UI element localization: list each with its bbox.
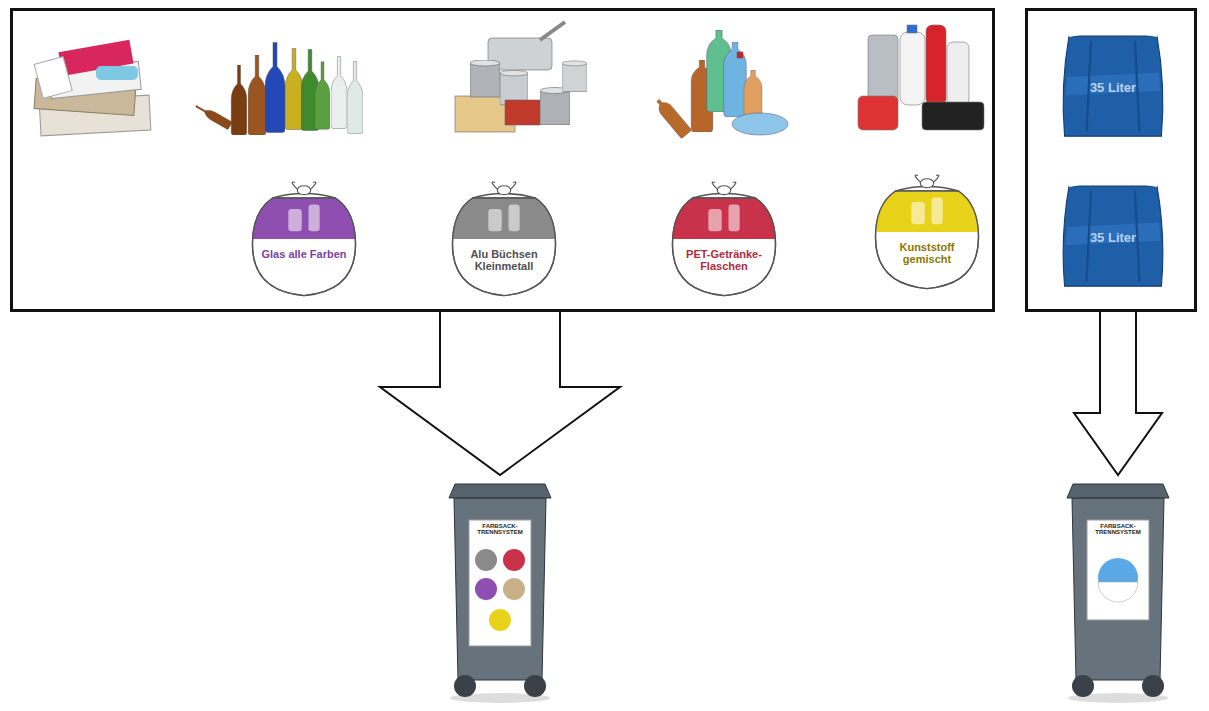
bottle: [193, 102, 232, 130]
plastic-bottle: [926, 25, 946, 105]
tray: [922, 102, 984, 130]
pet-bottle: [732, 113, 788, 135]
container: [858, 96, 898, 130]
waste-bag: 35 Liter: [1058, 168, 1168, 293]
bottle: [331, 57, 347, 129]
bag-label: Glas alle Farben: [261, 248, 346, 260]
bottle: [265, 43, 285, 133]
bag-label: FARBSACK-TRENNSYSTEM: [1087, 523, 1149, 536]
arrow-fill: [380, 310, 620, 475]
bottle: [231, 65, 247, 135]
waste-bag: 35 Liter: [1058, 18, 1168, 143]
bottle-cap: [907, 25, 917, 33]
plastics-illustration: [858, 25, 984, 130]
bottle: [285, 49, 303, 130]
pet-bottle: [724, 42, 747, 117]
block-arrow: [380, 310, 620, 475]
glass-bottles-illustration: [193, 43, 363, 136]
cloth: [96, 66, 138, 80]
block-arrow: [1074, 310, 1162, 475]
spoon: [540, 22, 565, 40]
bin-shape: [1063, 480, 1173, 704]
bag-group-panel: Glas alle Farben Alu Büchsen Kleinmetall P…: [10, 8, 995, 312]
bag-label: Kunststoff gemischt: [884, 241, 969, 265]
can: [500, 70, 528, 105]
collection-bin: FARBSACK-TRENNSYSTEM: [1063, 480, 1173, 704]
cloth: [505, 100, 540, 125]
paper-bag: [34, 57, 72, 99]
bag-shape: [248, 178, 360, 300]
bottle-cap: [737, 52, 743, 58]
bag-group-panel: 35 Liter 35 Liter: [1025, 8, 1197, 312]
arrow-outline: [380, 310, 620, 475]
metal-illustration: [455, 22, 587, 132]
plastic-bag: Kunststoff gemischt: [871, 171, 983, 293]
bag-label: FARBSACK-TRENNSYSTEM: [469, 523, 531, 536]
bottle: [248, 55, 266, 135]
glass-bag: Glas alle Farben: [248, 178, 360, 300]
can: [540, 88, 570, 125]
bag-label: 35 Liter: [1069, 81, 1157, 95]
can: [562, 61, 587, 92]
bag-shape: [448, 178, 560, 300]
bag-label: 35 Liter: [1069, 231, 1157, 245]
collection-bin: FARBSACK-TRENNSYSTEM: [445, 480, 555, 704]
plastic-bottle: [900, 32, 925, 105]
bottle: [347, 62, 363, 134]
can: [470, 60, 500, 97]
bag-shape: [871, 171, 983, 293]
bag-shape: [668, 178, 780, 300]
pet-bottles-illustration: [653, 30, 788, 139]
paper-illustration: [34, 40, 151, 136]
plastic-bottle: [947, 42, 969, 105]
arrow-fill: [1074, 310, 1162, 475]
arrow-outline: [1074, 310, 1162, 475]
pet-bottle: [653, 96, 692, 139]
pet-bag: PET-Getränke-Flaschen: [668, 178, 780, 300]
bag-label: Alu Büchsen Kleinmetall: [461, 248, 546, 272]
canister: [868, 35, 898, 105]
bottle: [315, 62, 330, 130]
bag-label: PET-Getränke-Flaschen: [681, 248, 766, 272]
metal-bag: Alu Büchsen Kleinmetall: [448, 178, 560, 300]
bin-shape: [445, 480, 555, 704]
